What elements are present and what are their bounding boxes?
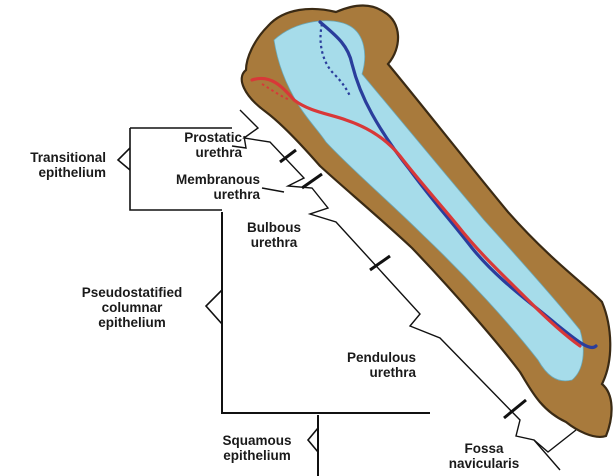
label-squamous-epithelium: Squamous epithelium	[204, 433, 310, 463]
boundary-tick-2	[302, 174, 322, 188]
membranous-pointer	[262, 188, 284, 192]
transitional-brace	[118, 148, 130, 170]
label-membranous-urethra: Membranous urethra	[156, 172, 260, 202]
label-bulbous-urethra: Bulbous urethra	[236, 220, 312, 250]
label-pendulous-urethra: Pendulous urethra	[326, 350, 416, 380]
label-prostatic-urethra: Prostatic urethra	[158, 130, 242, 160]
pseudostratified-brace	[206, 290, 222, 324]
callout-fossa-tail	[534, 430, 576, 452]
label-fossa-navicularis: Fossa navicularis	[434, 441, 534, 471]
label-transitional-epithelium: Transitional epithelium	[6, 150, 106, 180]
urethra-lumen	[274, 21, 583, 381]
label-pseudostratified-epithelium: Pseudostatified columnar epithelium	[60, 285, 204, 330]
